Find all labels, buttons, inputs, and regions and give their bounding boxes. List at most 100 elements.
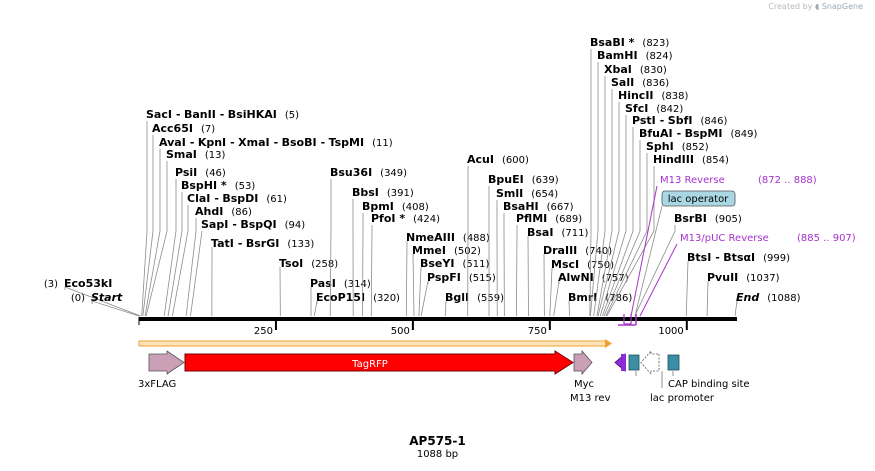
site-position: (424): [413, 214, 440, 225]
site-leader-line: [185, 218, 197, 317]
site-label[interactable]: PspFI: [427, 271, 461, 284]
site-label[interactable]: BpmI: [362, 200, 394, 213]
feature-lac-promoter[interactable]: [640, 349, 660, 376]
site-label[interactable]: AvaI: [159, 136, 186, 149]
site-label[interactable]: MscI: [551, 258, 579, 271]
site-leader-line: [91, 300, 140, 317]
site-label[interactable]: SacI: [146, 108, 172, 121]
site-label[interactable]: SalI: [611, 76, 634, 89]
site-label[interactable]: KpnI: [198, 136, 226, 149]
site-leader-line: [553, 280, 560, 317]
site-label[interactable]: BsaI: [527, 226, 553, 239]
site-label[interactable]: BglI: [445, 291, 469, 304]
site-position: (600): [502, 155, 529, 166]
site-label[interactable]: DraIII: [543, 244, 577, 257]
site-label[interactable]: XbaI: [604, 63, 632, 76]
site-label[interactable]: EcoP15I: [316, 291, 365, 304]
site-position: (258): [311, 259, 338, 270]
site-label[interactable]: SfcI: [625, 102, 648, 115]
site-label[interactable]: PasI: [310, 277, 336, 290]
site-label[interactable]: PvuII: [707, 271, 738, 284]
site-label[interactable]: BspQI: [240, 218, 276, 231]
site-position: (391): [387, 188, 414, 199]
site-label[interactable]: BsrBI: [674, 212, 707, 225]
site-label[interactable]: TatI: [211, 237, 234, 250]
primer-label[interactable]: M13/pUC Reverse: [680, 233, 769, 244]
site-label[interactable]: BpuEI: [488, 173, 524, 186]
site-position: (61): [266, 194, 287, 205]
site-label[interactable]: Start: [91, 291, 123, 304]
site-label[interactable]: BspHI *: [181, 179, 227, 192]
site-label[interactable]: SapI: [201, 218, 228, 231]
site-leader-line: [602, 127, 634, 317]
site-label[interactable]: PsiI: [175, 166, 197, 179]
site-label[interactable]: BanII: [184, 108, 216, 121]
site-label[interactable]: BsrGI: [246, 237, 279, 250]
site-label[interactable]: BtsI: [687, 251, 711, 264]
site-label[interactable]: BspDI: [222, 192, 258, 205]
site-position: (515): [469, 273, 496, 284]
site-label[interactable]: PstI: [632, 114, 656, 127]
site-label[interactable]: BsoBI: [282, 136, 317, 149]
site-label[interactable]: AhdI: [195, 205, 223, 218]
site-leader-line: [163, 179, 177, 317]
site-position: (689): [555, 214, 582, 225]
lac-operator-box[interactable]: [661, 190, 736, 207]
site-label[interactable]: SmlI: [496, 187, 523, 200]
site-position: (836): [642, 78, 669, 89]
primer-label[interactable]: M13 Reverse: [660, 175, 725, 186]
site-label[interactable]: Acc65I: [152, 122, 193, 135]
site-label[interactable]: ClaI: [187, 192, 210, 205]
site-label[interactable]: HincII: [618, 89, 654, 102]
site-leader-line: [167, 192, 183, 317]
site-leader-line: [568, 300, 570, 317]
site-label[interactable]: MmeI: [412, 244, 446, 257]
ruler-tick-label: 1000: [658, 326, 683, 337]
site-label[interactable]: BtsαI: [723, 251, 755, 264]
feature-cap-binding-site[interactable]: [667, 354, 680, 371]
site-position: (740): [585, 246, 612, 257]
site-label[interactable]: BsaHI: [503, 200, 539, 213]
feature-3xflag[interactable]: [148, 350, 185, 375]
feature-tagrfp[interactable]: [184, 350, 574, 375]
site-leader-line: [444, 300, 447, 317]
site-label[interactable]: NmeAIII: [406, 231, 455, 244]
site-label[interactable]: End: [736, 291, 759, 304]
site-label[interactable]: SbfI: [668, 114, 693, 127]
site-position: (11): [372, 138, 393, 149]
site-label[interactable]: BspMI: [685, 127, 723, 140]
site-label[interactable]: SmaI: [166, 148, 197, 161]
site-separator: -: [321, 136, 326, 149]
plasmid-name: AP575-1: [409, 434, 466, 448]
feature-myc[interactable]: [573, 349, 593, 376]
site-position: (824): [646, 51, 673, 62]
site-label[interactable]: BsaBI *: [590, 36, 635, 49]
site-label[interactable]: SphI: [646, 140, 674, 153]
site-label[interactable]: TsoI: [279, 257, 303, 270]
site-label[interactable]: HindIII: [653, 153, 694, 166]
site-position: (511): [462, 259, 489, 270]
site-label[interactable]: BmrI: [568, 291, 597, 304]
site-label[interactable]: PfoI *: [371, 212, 405, 225]
site-label[interactable]: BsiHKAI: [228, 108, 277, 121]
site-label[interactable]: BbsI: [352, 186, 379, 199]
credit-prefix: Created by: [768, 2, 813, 11]
site-label[interactable]: AlwNI: [558, 271, 594, 284]
site-label[interactable]: XmaI: [238, 136, 269, 149]
site-leader-line: [172, 205, 189, 317]
orf-arrowhead: [605, 339, 612, 348]
feature-lac-operator[interactable]: [628, 354, 640, 371]
site-label[interactable]: Bsu36I: [330, 166, 372, 179]
site-leader-line: [405, 240, 408, 317]
site-leader-line: [142, 135, 154, 317]
site-label[interactable]: Eco53kI: [64, 277, 112, 290]
site-label[interactable]: AcuI: [467, 153, 494, 166]
site-label[interactable]: BamHI: [597, 49, 638, 62]
site-label[interactable]: PflMI: [516, 212, 547, 225]
site-label[interactable]: TspMI: [329, 136, 365, 149]
site-leader-line: [597, 102, 620, 317]
ruler-tick-label: 750: [528, 326, 547, 337]
site-label[interactable]: BseYI: [420, 257, 454, 270]
site-label[interactable]: BfuAI: [639, 127, 673, 140]
